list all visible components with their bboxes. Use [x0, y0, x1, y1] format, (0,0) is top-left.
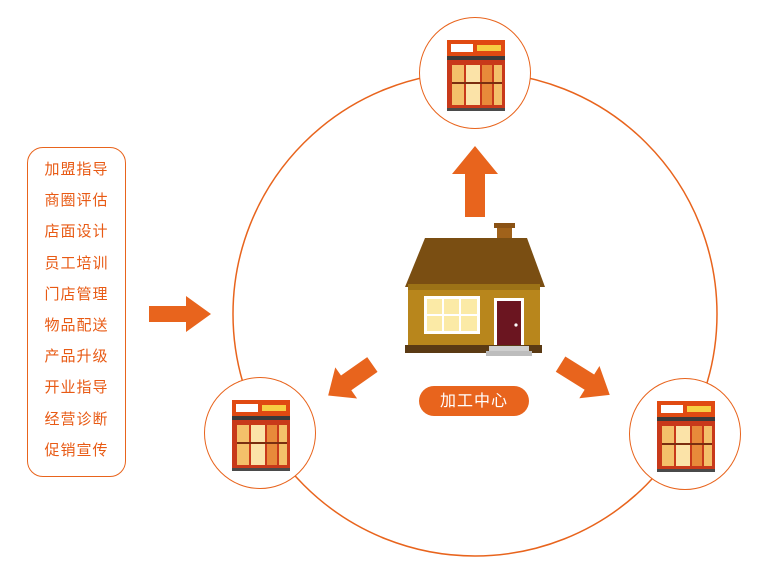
- service-item: 产品升级: [44, 347, 109, 366]
- lower-left-arrow-icon: [328, 357, 378, 399]
- storefront-icon: [657, 401, 715, 472]
- service-item: 经营诊断: [44, 409, 109, 428]
- service-item: 物品配送: [44, 315, 109, 334]
- store-node-left: [204, 377, 316, 489]
- services-box: 加盟指导 商圈评估 店面设计 员工培训 门店管理 物品配送 产品升级 开业指导 …: [27, 147, 126, 477]
- store-node-top: [419, 17, 531, 129]
- storefront-icon: [232, 400, 290, 471]
- services-list: 加盟指导 商圈评估 店面设计 员工培训 门店管理 物品配送 产品升级 开业指导 …: [28, 148, 125, 466]
- inbound-arrow-icon: [149, 296, 211, 332]
- service-item: 促销宣传: [44, 440, 109, 459]
- processing-center-label: 加工中心: [419, 386, 529, 416]
- service-item: 店面设计: [44, 222, 109, 241]
- storefront-icon: [447, 40, 505, 111]
- service-item: 员工培训: [44, 253, 109, 272]
- lower-right-arrow-icon: [555, 356, 610, 399]
- service-item: 门店管理: [44, 284, 109, 303]
- up-arrow-icon: [452, 146, 498, 217]
- service-item: 加盟指导: [44, 160, 109, 178]
- store-node-right: [629, 378, 741, 490]
- house-icon: [405, 223, 545, 356]
- service-item: 商圈评估: [44, 191, 109, 210]
- service-item: 开业指导: [44, 378, 109, 397]
